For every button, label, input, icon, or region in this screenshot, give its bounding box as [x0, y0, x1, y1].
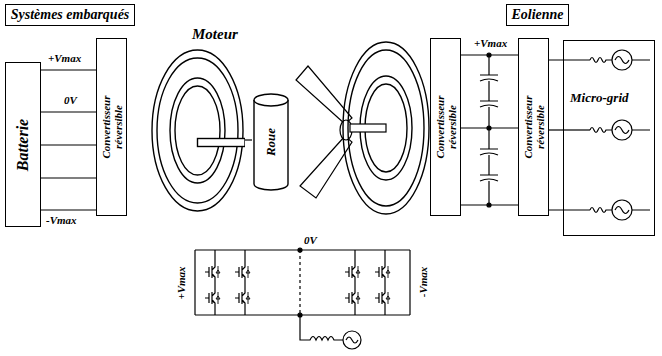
- voltage-label: 0V: [64, 94, 77, 107]
- converter-box: Convertisseur réversible: [430, 38, 461, 216]
- node-text: Moteur: [192, 26, 238, 43]
- wire-connector: [461, 127, 518, 128]
- voltage-label: +Vmax: [48, 52, 81, 65]
- node-text: Systèmes embarqués: [11, 7, 130, 22]
- wire-connector: [41, 111, 96, 112]
- converter-box: Convertisseur réversible: [518, 38, 549, 216]
- voltage-label: +Vmax: [474, 37, 507, 50]
- node-text: Eolienne: [511, 7, 563, 22]
- converter-box: Convertisseur réversible: [96, 38, 127, 216]
- node-text: Convertisseur réversible: [521, 85, 545, 169]
- voltage-label: -Vmax: [46, 214, 77, 227]
- node-text: Convertisseur réversible: [99, 85, 123, 169]
- wheel-shape: Roue: [252, 92, 290, 192]
- wire-connector: [549, 129, 563, 130]
- node-text: Batterie: [14, 75, 32, 215]
- motor-shape: Moteur: [150, 48, 245, 213]
- wind-turbine: [296, 42, 429, 214]
- voltage-label: 0V: [304, 234, 317, 247]
- dc-wires: [41, 70, 96, 210]
- voltage-label: +Vmax: [175, 266, 188, 299]
- node-text: Convertisseur réversible: [433, 85, 457, 169]
- motor-outline: [150, 48, 245, 213]
- wire-connector: [245, 139, 252, 140]
- capacitor-bank: [460, 53, 518, 207]
- battery-box: Batterie: [5, 62, 41, 227]
- heading-box: Systèmes embarqués: [5, 4, 135, 26]
- voltage-label: -Vmax: [417, 267, 430, 298]
- micro-grid-box: Micro-grid: [563, 40, 655, 236]
- inverter-schematic: [195, 248, 410, 349]
- heading-box: Eolienne: [506, 4, 569, 26]
- node-text: Micro-grid: [570, 91, 629, 105]
- node-text: Roue: [264, 102, 278, 182]
